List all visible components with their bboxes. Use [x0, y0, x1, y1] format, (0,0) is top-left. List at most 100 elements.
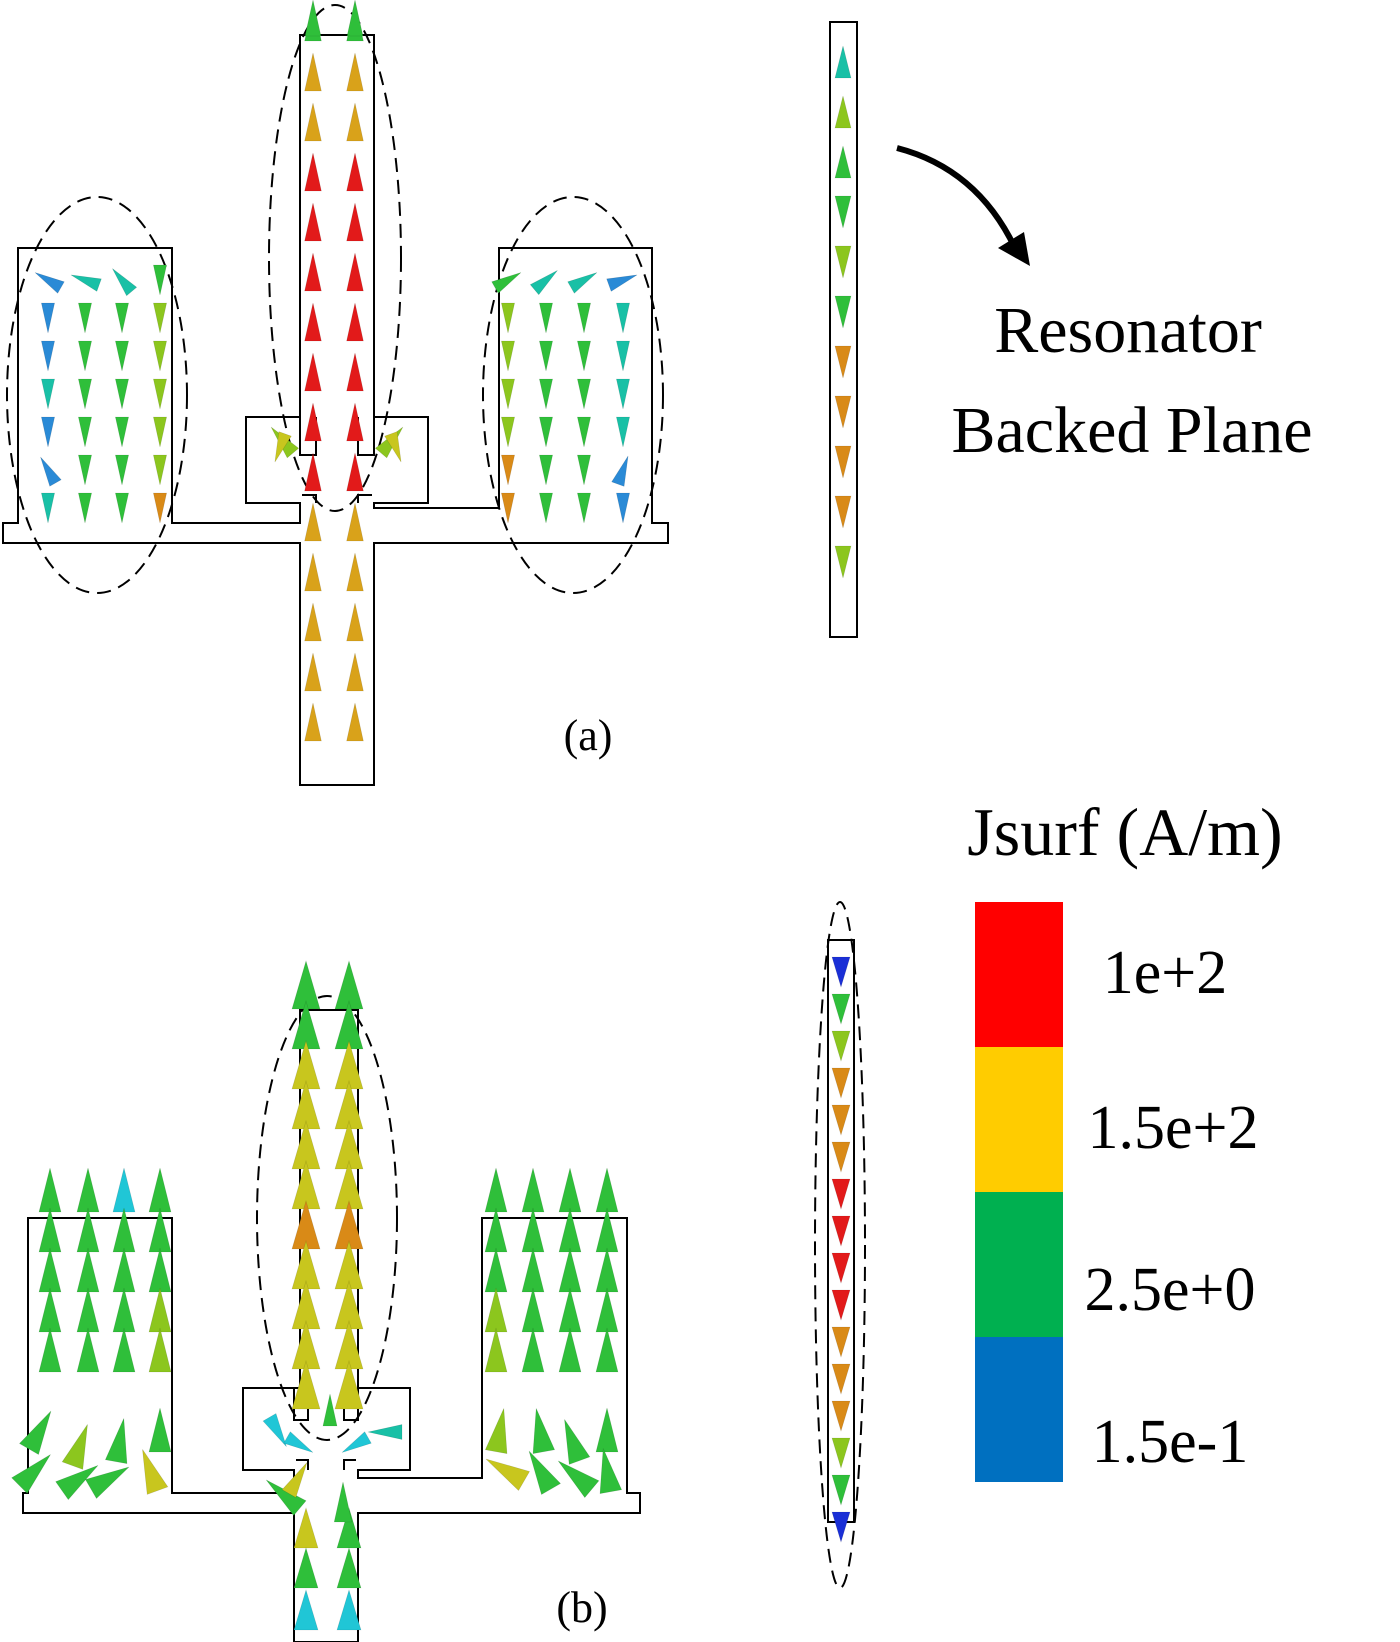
- current-arrow: [84, 1466, 130, 1500]
- legend-swatch-3: [975, 1192, 1063, 1337]
- current-arrow: [304, 152, 322, 192]
- current-arrow: [367, 1424, 403, 1440]
- current-arrow: [304, 652, 322, 692]
- current-arrow: [78, 492, 92, 524]
- current-arrow: [41, 492, 55, 524]
- current-arrow: [834, 445, 852, 479]
- current-arrow: [293, 1506, 319, 1549]
- current-arrow: [834, 145, 852, 179]
- current-arrow: [38, 1287, 62, 1333]
- annotation-arrow: [896, 145, 1018, 250]
- current-arrow: [41, 378, 55, 410]
- current-arrow: [346, 502, 364, 542]
- current-arrow: [616, 302, 630, 334]
- current-arrow: [304, 702, 322, 742]
- highlight-ellipse-center-a: [268, 4, 402, 512]
- panel-b: (b): [11, 901, 866, 1642]
- current-arrow: [346, 452, 364, 492]
- current-arrow: [558, 1247, 582, 1293]
- antenna-outline-a: [2, 34, 669, 786]
- panel-label-b: (b): [556, 1583, 607, 1632]
- current-arrow: [577, 340, 591, 372]
- color-legend: Jsurf (A/m) 1e+2 1.5e+2 2.5e+0 1.5e-1: [967, 794, 1283, 1482]
- current-arrow: [304, 502, 322, 542]
- current-arrow: [274, 431, 292, 463]
- current-arrow: [104, 1418, 128, 1464]
- current-arrow: [322, 1393, 338, 1427]
- current-arrow: [304, 352, 322, 392]
- current-arrow: [484, 1167, 508, 1213]
- current-arrow: [501, 378, 515, 410]
- current-arrow: [153, 302, 167, 334]
- current-arrow: [831, 956, 851, 989]
- current-arrow: [834, 345, 852, 379]
- current-arrow: [501, 492, 515, 524]
- current-arrow: [304, 452, 322, 492]
- current-arrow: [539, 454, 553, 486]
- current-arrow: [595, 1207, 619, 1253]
- current-arrow: [567, 272, 598, 294]
- current-arrow: [831, 1326, 851, 1359]
- current-arrow: [831, 1141, 851, 1174]
- current-arrow: [336, 1546, 362, 1589]
- current-arrow: [153, 378, 167, 410]
- current-arrow: [38, 1167, 62, 1213]
- current-arrow: [112, 1247, 136, 1293]
- current-arrow: [834, 545, 852, 579]
- current-arrow: [532, 1408, 556, 1454]
- current-arrow: [595, 1287, 619, 1333]
- current-arrow: [334, 1359, 364, 1410]
- highlight-ellipse-right-a: [482, 196, 664, 594]
- current-arrow: [148, 1327, 172, 1373]
- current-arrow: [346, 552, 364, 592]
- current-arrow: [485, 1458, 531, 1492]
- current-arrow: [564, 1419, 591, 1465]
- current-arrow: [148, 1207, 172, 1253]
- current-arrow: [831, 1363, 851, 1396]
- current-arrow: [558, 1287, 582, 1333]
- current-arrow: [38, 1247, 62, 1293]
- current-arrow: [834, 245, 852, 279]
- current-arrow: [384, 431, 402, 463]
- current-arrow: [346, 302, 364, 342]
- current-arrow: [153, 492, 167, 524]
- current-arrow: [521, 1327, 545, 1373]
- current-arrow: [529, 270, 558, 296]
- resonator-strip-a: [829, 21, 858, 638]
- current-arrow: [521, 1287, 545, 1333]
- current-arrow: [304, 302, 322, 342]
- current-arrow: [41, 302, 55, 334]
- legend-label-2: 1.5e+2: [1088, 1094, 1259, 1162]
- current-arrow: [501, 416, 515, 448]
- current-arrow: [346, 102, 364, 142]
- annotation-line-1: Resonator: [994, 294, 1262, 367]
- current-arrow: [484, 1287, 508, 1333]
- current-arrow: [153, 454, 167, 486]
- current-arrow: [501, 340, 515, 372]
- current-arrow: [346, 652, 364, 692]
- current-arrow: [78, 378, 92, 410]
- current-arrow: [539, 340, 553, 372]
- panel-label-a: (a): [564, 711, 613, 760]
- current-arrow: [577, 454, 591, 486]
- current-arrow: [304, 252, 322, 292]
- current-arrow: [341, 1431, 372, 1453]
- current-arrow: [831, 1437, 851, 1470]
- current-arrow: [153, 416, 167, 448]
- current-arrow: [831, 1474, 851, 1507]
- panel-a: Resonator Backed Plane (a): [2, 0, 1313, 786]
- current-arrow: [831, 1030, 851, 1063]
- current-arrow: [41, 340, 55, 372]
- current-arrows-a: [34, 0, 852, 742]
- annotation-line-2: Backed Plane: [951, 394, 1312, 467]
- current-arrow: [595, 1327, 619, 1373]
- legend-label-4: 1.5e-1: [1092, 1408, 1249, 1476]
- current-arrow: [115, 340, 129, 372]
- current-arrow: [112, 1287, 136, 1333]
- legend-label-3: 2.5e+0: [1085, 1256, 1256, 1324]
- current-arrow: [115, 454, 129, 486]
- current-arrow: [831, 1252, 851, 1285]
- current-arrow: [501, 454, 515, 486]
- current-arrow: [346, 352, 364, 392]
- current-arrow: [539, 416, 553, 448]
